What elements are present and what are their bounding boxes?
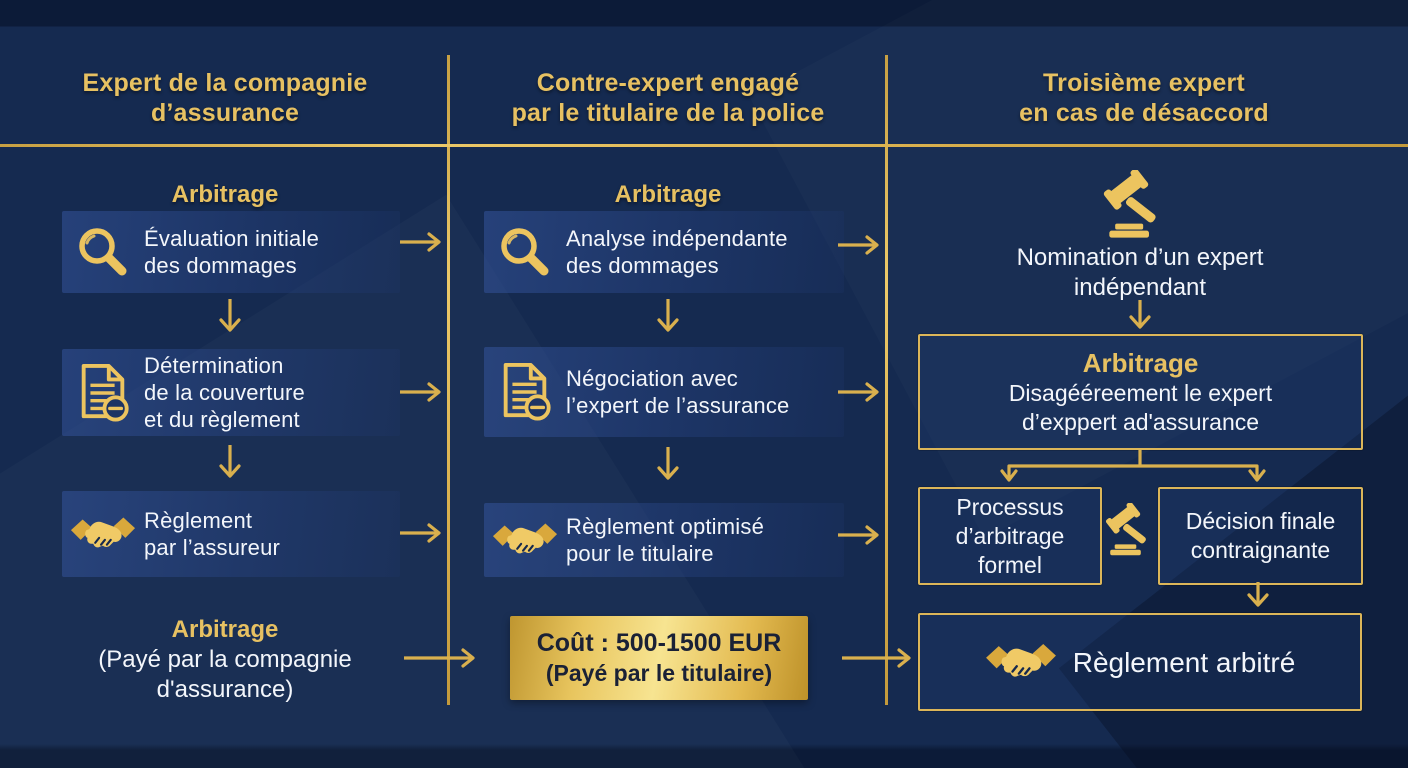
col3-decision-box: Décision finale contraignante: [1158, 487, 1363, 585]
arrow-right-col1-row3: [400, 523, 441, 543]
branch-connector: [1000, 450, 1266, 482]
col2-step3-label: Règlement optimisé pour le titulaire: [566, 513, 764, 567]
col1-subtitle: Arbitrage: [171, 181, 279, 208]
col3-header: Troisième expert en cas de désaccord: [898, 68, 1390, 128]
col1-step2-line1: Détermination: [144, 353, 284, 378]
arrow-down-col1-2: [219, 445, 241, 478]
arrow-down-col3-1: [1129, 300, 1151, 329]
arrow-right-col2-row1: [838, 235, 879, 255]
column-divider-2: [885, 55, 888, 705]
col2-step1-line2: des dommages: [566, 253, 719, 278]
column-divider-1: [447, 55, 450, 705]
arrow-right-col1-row1: [400, 232, 441, 252]
col3-process-line2: d’arbitrage: [955, 522, 1065, 549]
arrow-right-col2-row3: [838, 525, 879, 545]
gavel-icon: [1103, 503, 1157, 557]
col1-step2-label: Détermination de la couverture et du règ…: [144, 352, 305, 433]
col1-footer-line1: (Payé par la compagnie: [98, 646, 352, 673]
magnifier-icon: [62, 224, 144, 280]
handshake-icon: [62, 513, 144, 555]
cost-line2: (Payé par le titulaire): [545, 660, 773, 686]
col2-header: Contre-expert engagé par le titulaire de…: [460, 68, 876, 128]
arrow-down-col3-2: [1247, 582, 1269, 607]
col1-step1-line2: des dommages: [144, 253, 297, 278]
col3-arbitrage-box: Arbitrage Disagééreement le expert d’exp…: [918, 334, 1363, 450]
col1-step2-box: Détermination de la couverture et du règ…: [62, 349, 400, 436]
gavel-icon: [1100, 170, 1170, 240]
col3-process-box: Processus d’arbitrage formel: [918, 487, 1102, 585]
arrow-cost-to-settlement: [842, 648, 911, 668]
col2-step2-line1: Négociation avec: [566, 366, 738, 391]
col1-step3-box: Règlement par l’assureur: [62, 491, 400, 577]
col1-footer-text: (Payé par la compagnie d'assurance): [15, 645, 435, 705]
col2-step3-box: Règlement optimisé pour le titulaire: [484, 503, 844, 577]
col2-step3-line1: Règlement optimisé: [566, 514, 765, 539]
arrow-right-col2-row2: [838, 382, 879, 402]
col2-step2-box: Négociation avec l’expert de l’assurance: [484, 347, 844, 437]
col2-header-line2: par le titulaire de la police: [511, 99, 825, 127]
handshake-icon: [484, 519, 566, 561]
handshake-icon: [985, 639, 1057, 685]
col3-arbitrage-line1: Disagééreement le expert: [1008, 380, 1273, 406]
col2-step2-label: Négociation avec l’expert de l’assurance: [566, 365, 790, 419]
document-minus-icon: [62, 363, 144, 423]
col2-step1-label: Analyse indépendante des dommages: [566, 225, 788, 279]
col3-settlement-label: Règlement arbitré: [1072, 646, 1296, 678]
col1-step1-box: Évaluation initiale des dommages: [62, 211, 400, 293]
magnifier-icon: [484, 224, 566, 280]
col3-nomination-line2: indépendant: [1073, 274, 1207, 301]
col3-nomination-line1: Nomination d’un expert: [1016, 244, 1264, 271]
col3-decision-line2: contraignante: [1190, 537, 1331, 563]
col2-step3-line2: pour le titulaire: [566, 541, 714, 566]
col3-process-line3: formel: [978, 551, 1042, 578]
col1-step2-line2: de la couverture: [144, 380, 305, 405]
document-minus-icon: [484, 362, 566, 422]
arrow-down-col2-1: [657, 299, 679, 332]
col3-process-line1: Processus: [956, 493, 1064, 520]
arrow-right-col1-row2: [400, 382, 441, 402]
col3-arbitrage-title: Arbitrage: [1082, 348, 1199, 378]
col1-step1-label: Évaluation initiale des dommages: [144, 225, 319, 279]
cost-box: Coût : 500-1500 EUR (Payé par le titulai…: [510, 616, 808, 700]
col3-arbitrage-line2: d’exppert ad'assurance: [1021, 409, 1260, 435]
col2-step1-box: Analyse indépendante des dommages: [484, 211, 844, 293]
col1-header-line2: d’assurance: [150, 99, 300, 127]
col2-subtitle: Arbitrage: [614, 181, 722, 208]
col3-decision-line1: Décision finale: [1185, 508, 1336, 534]
col1-step3-label: Règlement par l’assureur: [144, 507, 280, 561]
col3-header-line2: en cas de désaccord: [1019, 99, 1269, 127]
col2-header-line1: Contre-expert engagé: [536, 69, 800, 97]
col1-footer-line2: d'assurance): [156, 676, 294, 703]
col3-nomination-text: Nomination d’un expert indépendant: [900, 243, 1380, 303]
cost-line1: Coût : 500-1500 EUR: [536, 629, 782, 657]
col1-footer-title: Arbitrage: [171, 616, 279, 643]
col1-header: Expert de la compagnie d’assurance: [15, 68, 435, 128]
arrow-col1-to-cost: [404, 648, 475, 668]
col1-step2-line3: et du règlement: [144, 407, 300, 432]
col1-step3-line1: Règlement: [144, 508, 253, 533]
col3-header-line1: Troisième expert: [1043, 69, 1245, 97]
col3-settlement-box: Règlement arbitré: [918, 613, 1362, 711]
arrow-down-col2-2: [657, 447, 679, 480]
col1-step3-line2: par l’assureur: [144, 535, 281, 560]
col2-step2-line2: l’expert de l’assurance: [566, 393, 790, 418]
arrow-down-col1-1: [219, 299, 241, 332]
col1-header-line1: Expert de la compagnie: [82, 69, 368, 97]
col1-step1-line1: Évaluation initiale: [144, 226, 320, 251]
col2-step1-line1: Analyse indépendante: [566, 226, 788, 251]
header-divider: [0, 144, 1408, 147]
